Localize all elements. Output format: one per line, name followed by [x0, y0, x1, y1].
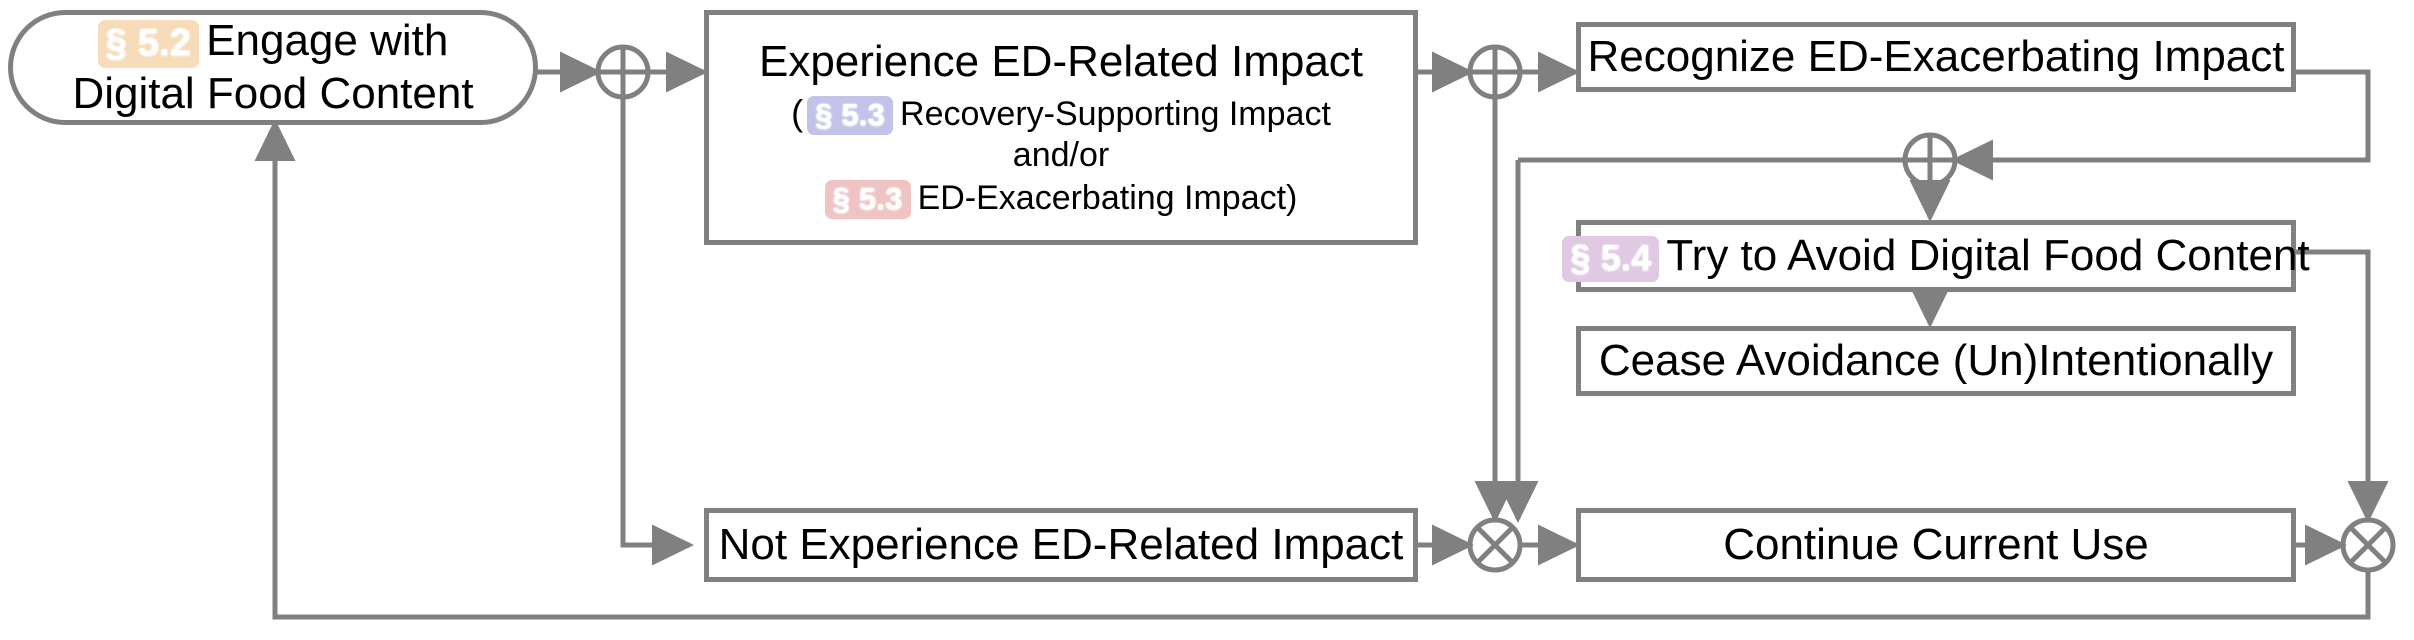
junction-j1 [595, 44, 651, 100]
junction-j5 [2340, 517, 2396, 573]
junction-j4 [1467, 517, 1523, 573]
junction-j3 [1902, 132, 1958, 188]
node-not-experience-label: Not Experience ED-Related Impact [718, 520, 1404, 570]
node-experience-title: Experience ED-Related Impact [758, 36, 1364, 86]
junction-j2 [1467, 44, 1523, 100]
section-tag-5-2: § 5.2 [97, 20, 200, 68]
edge-j1-to-not-experience [620, 97, 695, 566]
open-paren: ( [791, 91, 804, 133]
node-experience-text-recovery: Recovery-Supporting Impact [900, 94, 1331, 133]
section-tag-5-4: § 5.4 [1562, 236, 1660, 282]
node-continue-current-use[interactable]: Continue Current Use [1576, 508, 2296, 582]
node-not-experience-ed-related-impact[interactable]: Not Experience ED-Related Impact [704, 508, 1418, 582]
node-experience-text-exacerbating: ED-Exacerbating Impact) [917, 178, 1298, 217]
node-cease-avoidance-unintentionally[interactable]: Cease Avoidance (Un)Intentionally [1576, 326, 2296, 396]
node-experience-text-andor: and/or [1012, 136, 1110, 175]
edge-recognize-to-j3 [1950, 69, 2371, 181]
edge-feedback-to-engage [254, 118, 2371, 620]
node-recognize-label: Recognize ED-Exacerbating Impact [1587, 32, 2285, 82]
node-avoid-label: Try to Avoid Digital Food Content [1666, 231, 2310, 281]
section-tag-5-3-exacerbating: § 5.3 [824, 179, 911, 220]
node-recognize-ed-exacerbating-impact[interactable]: Recognize ED-Exacerbating Impact [1576, 22, 2296, 92]
node-engage-text-2: Digital Food Content [72, 68, 474, 118]
node-continue-label: Continue Current Use [1723, 520, 2149, 570]
edge-cease-to-j5 [2296, 249, 2389, 524]
node-engage-text-1: Engage with [206, 16, 449, 66]
section-tag-5-3-recovery: § 5.3 [807, 95, 894, 136]
node-cease-label: Cease Avoidance (Un)Intentionally [1598, 336, 2274, 386]
